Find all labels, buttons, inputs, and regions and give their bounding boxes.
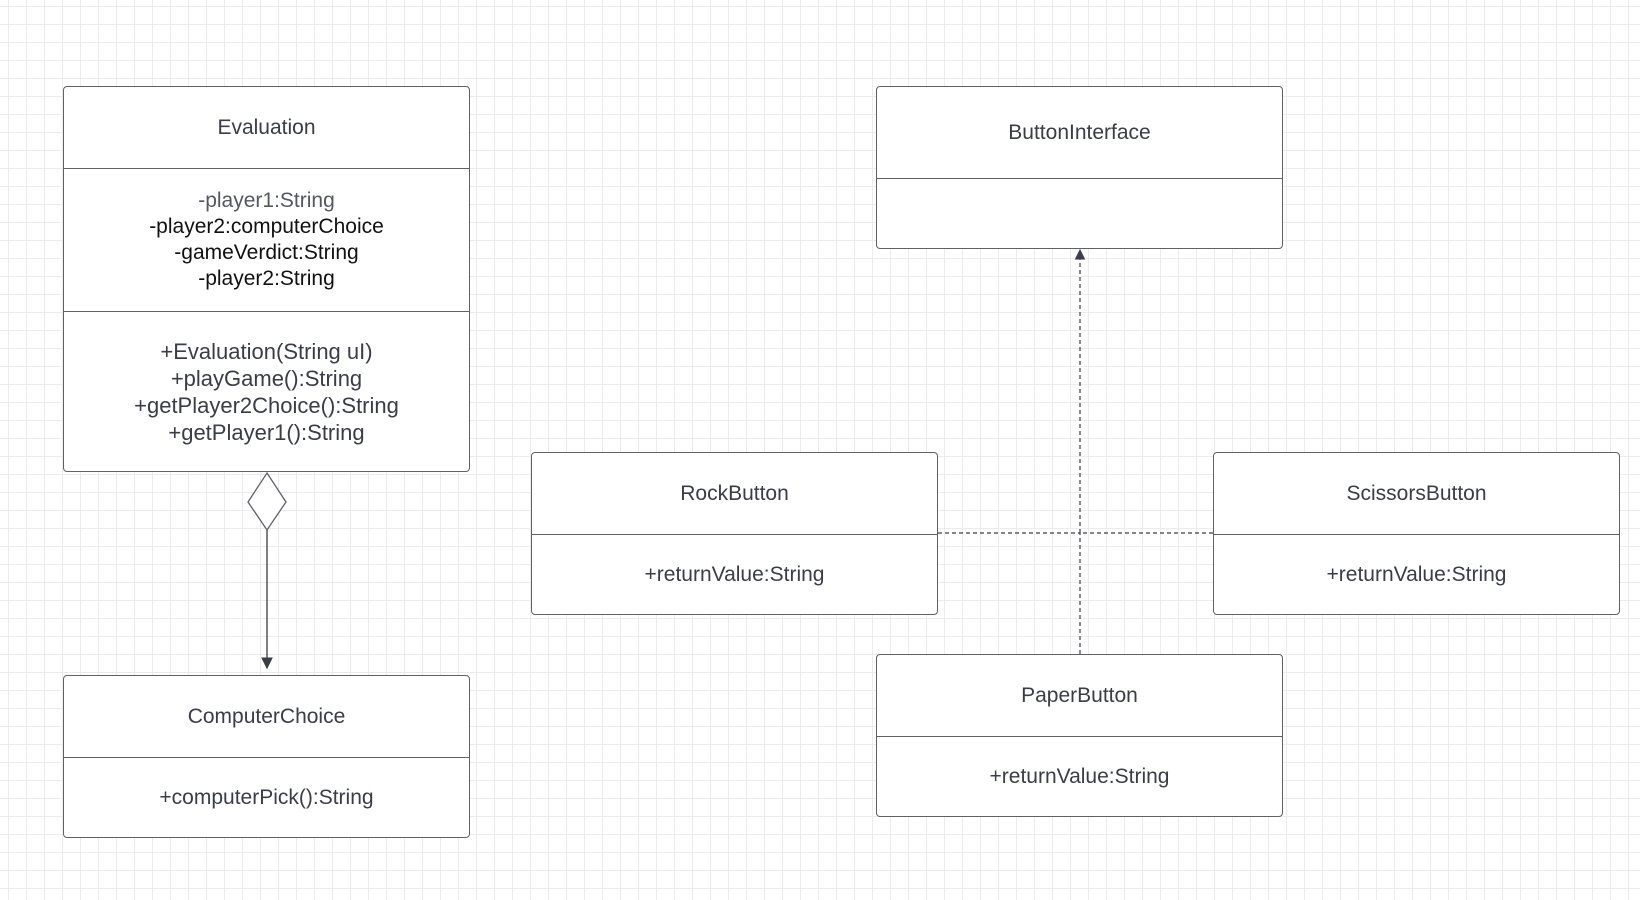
class-name-label: Evaluation bbox=[217, 115, 316, 139]
class-name: ButtonInterface bbox=[877, 87, 1282, 179]
class-computer-choice[interactable]: ComputerChoice +computerPick():String bbox=[63, 675, 470, 838]
class-name: ComputerChoice bbox=[64, 676, 469, 758]
method-item: +Evaluation(String uI) bbox=[160, 338, 373, 364]
class-name-label: ScissorsButton bbox=[1346, 481, 1487, 505]
class-evaluation[interactable]: Evaluation -player1:String -player2:comp… bbox=[63, 86, 470, 472]
method-item: +playGame():String bbox=[170, 365, 363, 391]
class-name: Evaluation bbox=[64, 87, 469, 169]
class-name-label: ButtonInterface bbox=[1008, 120, 1151, 144]
attribute-item: -player2:computerChoice bbox=[149, 215, 384, 238]
methods-section: +Evaluation(String uI) +playGame():Strin… bbox=[64, 312, 469, 471]
class-scissors-button[interactable]: ScissorsButton +returnValue:String bbox=[1213, 452, 1620, 615]
class-paper-button[interactable]: PaperButton +returnValue:String bbox=[876, 654, 1283, 817]
attributes-section: -player1:String -player2:computerChoice … bbox=[64, 169, 469, 312]
members-section: +returnValue:String bbox=[877, 737, 1282, 816]
method-item: +computerPick():String bbox=[159, 785, 374, 809]
members-section: +returnValue:String bbox=[532, 535, 937, 614]
members-section bbox=[877, 179, 1282, 248]
aggregation-connector[interactable] bbox=[247, 471, 287, 670]
members-section: +returnValue:String bbox=[1214, 535, 1619, 614]
class-name-label: PaperButton bbox=[1021, 683, 1138, 707]
method-item: +getPlayer2Choice():String bbox=[134, 392, 399, 418]
attribute-item: -player2:String bbox=[198, 267, 335, 290]
attribute-item: -player1:String bbox=[198, 189, 335, 212]
class-name: ScissorsButton bbox=[1214, 453, 1619, 535]
member-item: +returnValue:String bbox=[1326, 562, 1507, 586]
class-rock-button[interactable]: RockButton +returnValue:String bbox=[531, 452, 938, 615]
member-item: +returnValue:String bbox=[644, 562, 825, 586]
member-item: +returnValue:String bbox=[989, 764, 1170, 788]
class-name-label: RockButton bbox=[680, 481, 789, 505]
methods-section: +computerPick():String bbox=[64, 758, 469, 837]
class-name: PaperButton bbox=[877, 655, 1282, 737]
realization-connectors[interactable] bbox=[938, 248, 1213, 654]
method-item: +getPlayer1():String bbox=[168, 419, 365, 445]
attribute-item: -gameVerdict:String bbox=[174, 241, 359, 264]
class-name-label: ComputerChoice bbox=[187, 704, 346, 728]
aggregation-diamond bbox=[247, 471, 287, 532]
class-button-interface[interactable]: ButtonInterface bbox=[876, 86, 1283, 249]
class-name: RockButton bbox=[532, 453, 937, 535]
